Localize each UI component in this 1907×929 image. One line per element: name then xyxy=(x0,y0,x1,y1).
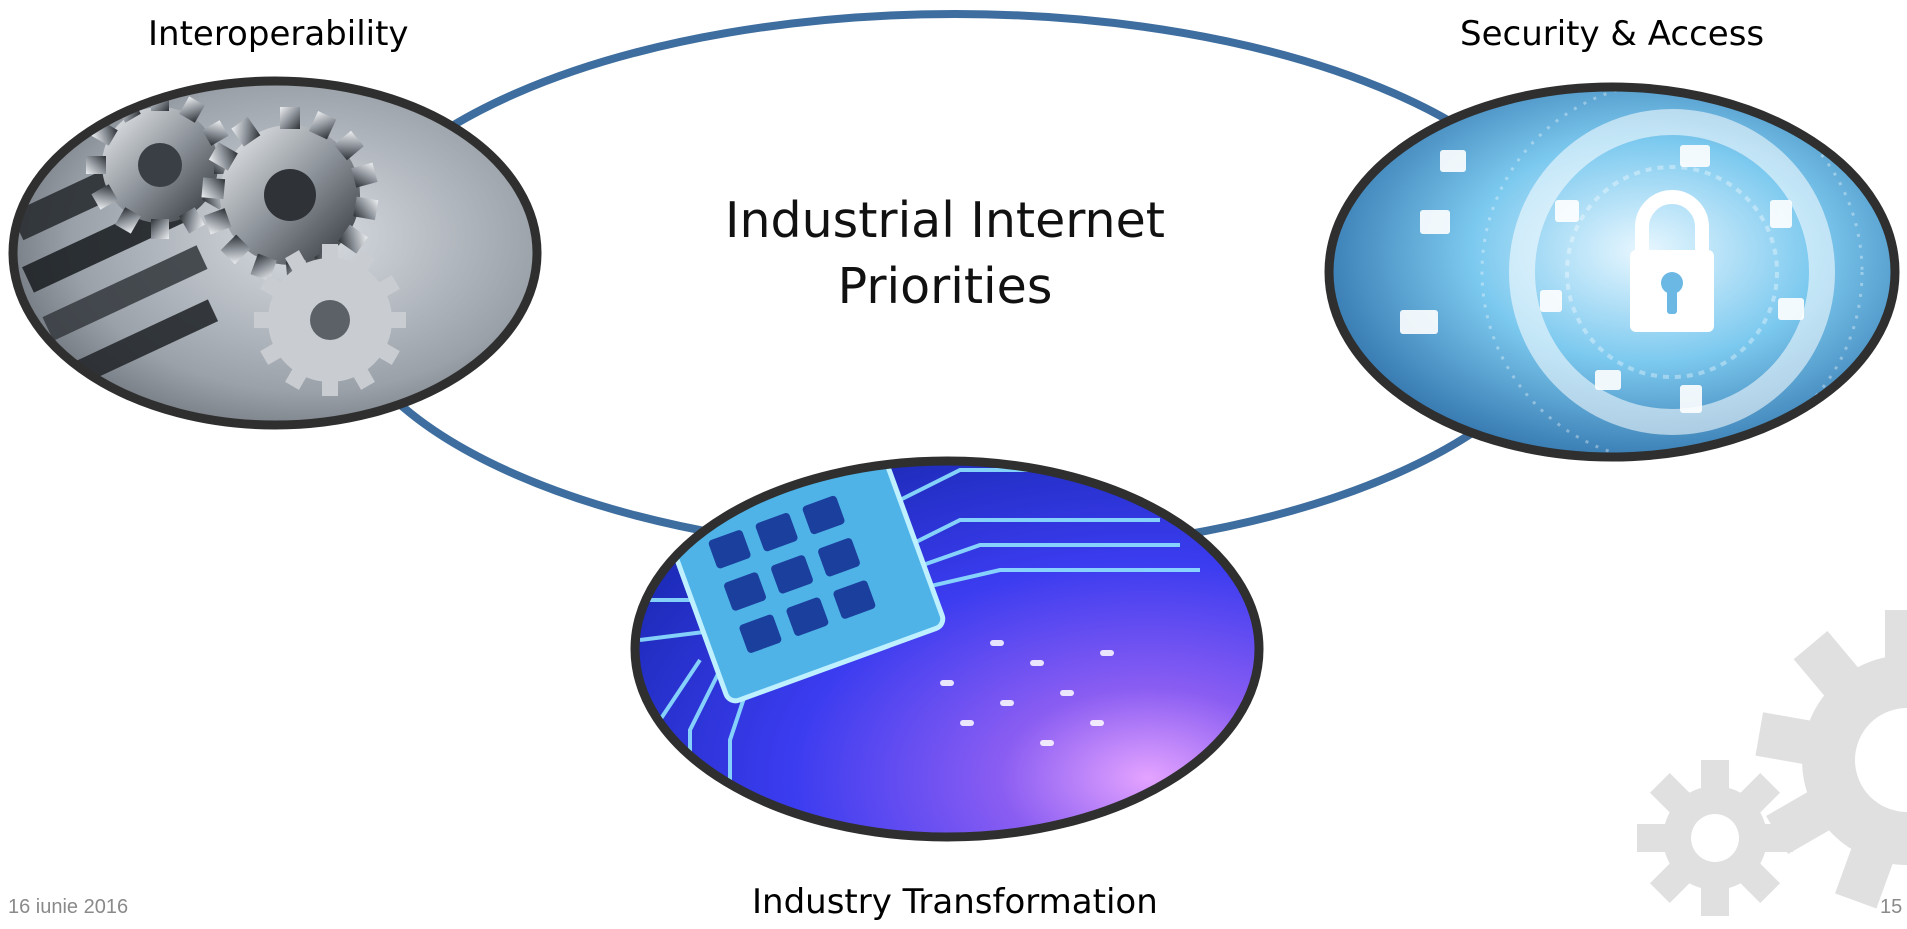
lock-icon xyxy=(1630,190,1714,332)
title-line-2: Priorities xyxy=(837,258,1053,315)
slide-title: Industrial Internet Priorities xyxy=(660,188,1230,320)
gear-icon xyxy=(254,244,406,396)
gears-image xyxy=(8,76,542,430)
footer-date: 16 iunie 2016 xyxy=(8,896,129,918)
circuit-image xyxy=(630,456,1264,842)
gear-watermark-icon xyxy=(1637,610,1907,916)
label-interoperability: Interoperability xyxy=(148,14,409,54)
label-security-access: Security & Access xyxy=(1460,14,1765,54)
page-number: 15 xyxy=(1880,896,1903,918)
title-line-1: Industrial Internet xyxy=(725,192,1165,249)
security-image xyxy=(1324,82,1900,462)
label-industry-transformation: Industry Transformation xyxy=(752,882,1158,922)
